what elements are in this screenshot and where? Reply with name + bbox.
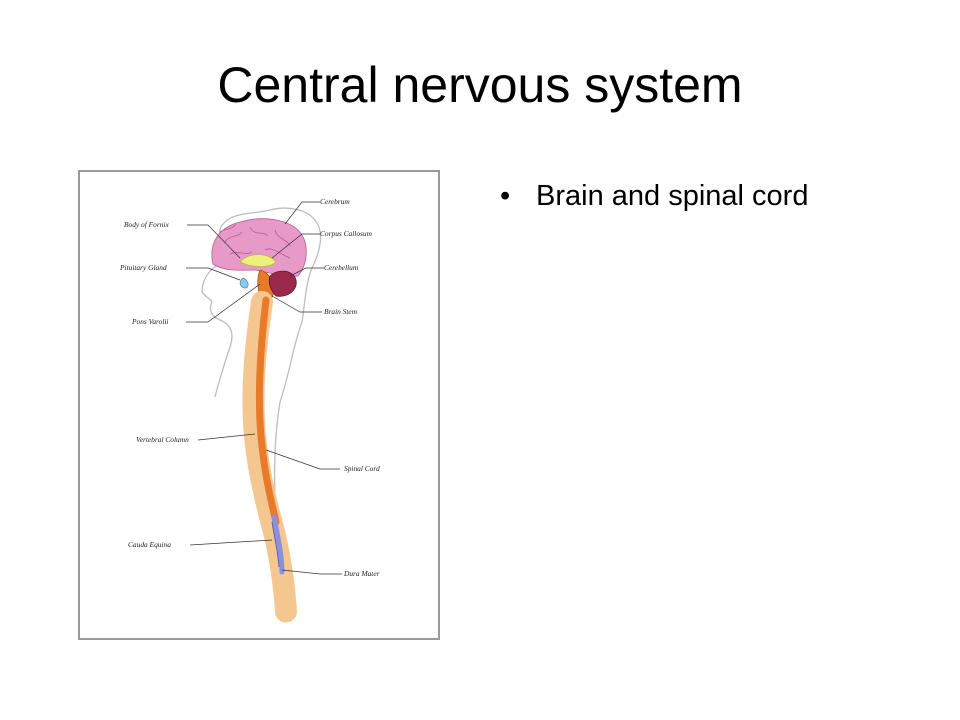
cns-illustration: Cerebrum Body of Fornix Corpus Callosum … <box>119 197 380 623</box>
corpus-callosum <box>239 254 277 267</box>
bullet-list: • Brain and spinal cord <box>500 180 808 213</box>
bullet-item: • Brain and spinal cord <box>500 180 808 213</box>
spinal-cord <box>255 296 280 526</box>
label-corpus-callosum: Corpus Callosum <box>320 229 373 238</box>
pituitary-gland <box>239 277 249 289</box>
dura-mater <box>271 514 285 575</box>
bullet-dot-icon: • <box>500 180 511 212</box>
label-brain-stem: Brain Stem <box>324 307 358 316</box>
label-pons-varolii: Pons Varolii <box>131 317 168 326</box>
label-spinal-cord: Spinal Cord <box>344 464 380 473</box>
cerebrum-folds <box>219 223 291 259</box>
cauda-equina <box>271 521 280 568</box>
cerebrum <box>211 218 307 277</box>
label-pituitary-gland: Pituitary Gland <box>119 263 167 272</box>
label-dura-mater: Dura Mater <box>343 569 380 578</box>
label-cauda-equina: Cauda Equina <box>128 540 171 549</box>
cerebellum <box>268 270 297 297</box>
face-outline <box>201 259 233 398</box>
leader-lines <box>186 201 342 575</box>
label-cerebrum: Cerebrum <box>320 197 350 206</box>
label-body-of-fornix: Body of Fornix <box>124 220 169 229</box>
cns-diagram: Cerebrum Body of Fornix Corpus Callosum … <box>78 170 440 640</box>
label-cerebellum: Cerebellum <box>324 263 359 272</box>
label-vertebral-column: Vertebral Column <box>136 435 189 444</box>
bullet-text: Brain and spinal cord <box>536 180 809 212</box>
slide-title: Central nervous system <box>217 57 743 113</box>
